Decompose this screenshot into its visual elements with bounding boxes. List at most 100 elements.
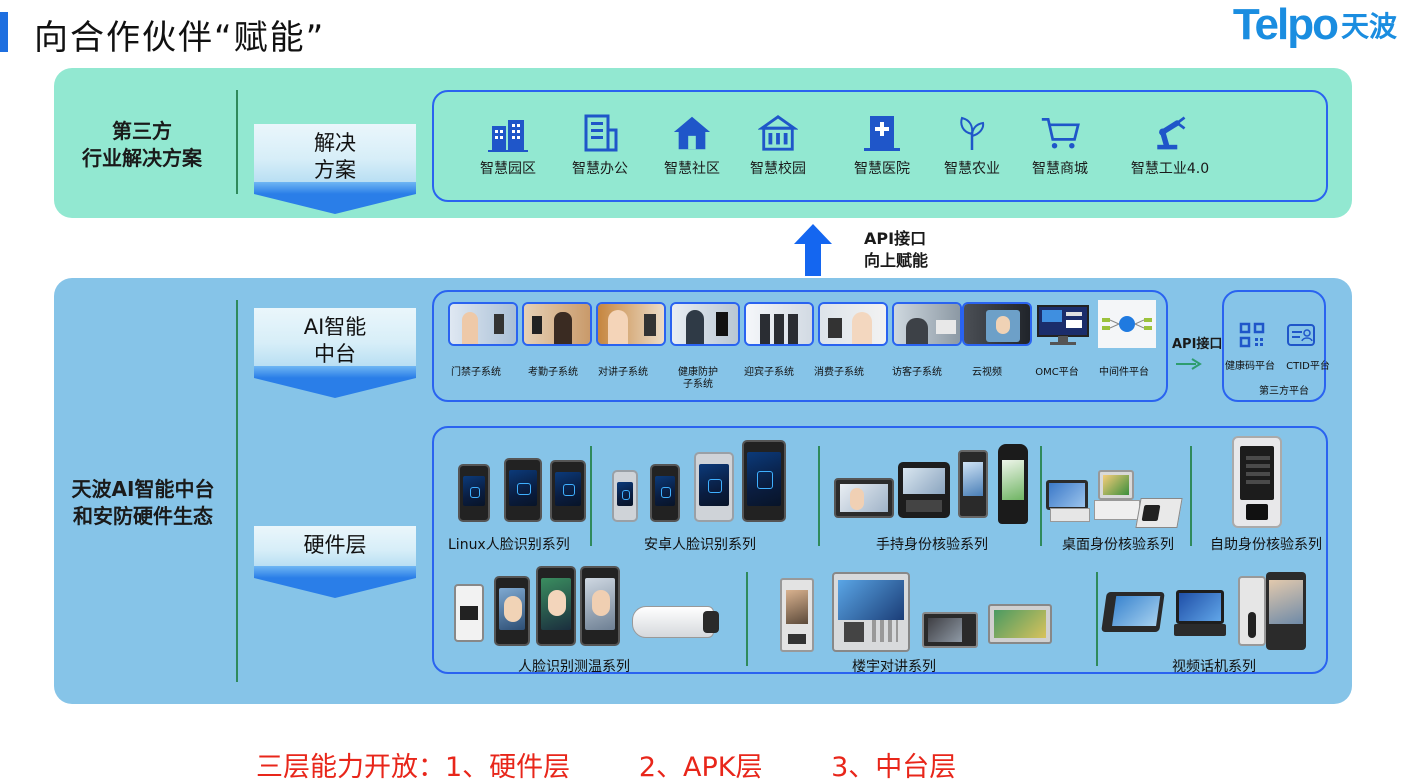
- solution-smart-park[interactable]: 智慧园区: [468, 114, 548, 178]
- solution-smart-campus[interactable]: 智慧校园: [738, 114, 818, 178]
- banner-band: [254, 182, 416, 194]
- shopping-cart-icon: [1040, 114, 1080, 152]
- logo-latin: Telpo: [1233, 0, 1337, 50]
- handheld-verifier-image: [898, 462, 950, 518]
- banner-arrow: [254, 194, 416, 214]
- desktop-reader-image: [1135, 498, 1182, 528]
- telpo-logo: Telpo 天波: [1233, 0, 1397, 50]
- school-icon: [758, 114, 798, 152]
- hardware-group-label: 安卓人脸识别系列: [644, 534, 756, 554]
- banner-arrow: [254, 378, 416, 398]
- solutions-banner-label: 解决 方案: [254, 124, 416, 182]
- footer-statement: 三层能力开放：1、硬件层 2、APK层 3、中台层: [256, 745, 956, 784]
- subsystem-label: OMC平台: [1030, 367, 1084, 379]
- middleware-platform-icon: [1098, 300, 1156, 352]
- solution-label: 智慧医院: [854, 158, 910, 178]
- video-phone-terminal-image: [1266, 572, 1306, 650]
- group-separator: [1096, 572, 1098, 666]
- subsystem-consumption-image: [818, 302, 888, 346]
- banner-band: [254, 366, 416, 378]
- api-up-arrow-icon: [794, 224, 832, 280]
- subsystem-health-image: [670, 302, 740, 346]
- ai-platform-banner-label: AI智能 中台: [254, 308, 416, 366]
- solution-label: 智慧校园: [750, 158, 806, 178]
- subsystem-label: 访客子系统: [886, 367, 948, 379]
- hardware-banner: 硬件层: [254, 526, 416, 598]
- intercom-indoor-image: [922, 612, 978, 648]
- logo-cn: 天波: [1341, 5, 1397, 45]
- ai-platform-banner: AI智能 中台: [254, 308, 416, 398]
- self-service-terminal-image: [1232, 436, 1282, 528]
- solution-smart-hospital[interactable]: 智慧医院: [842, 114, 922, 178]
- page-title: 向合作伙伴“赋能”: [34, 10, 325, 59]
- video-phone-handset-image: [1238, 576, 1266, 646]
- android-face-terminal-image: [650, 464, 680, 522]
- subsystem-cloud-video-image: [962, 302, 1032, 346]
- third-party-side-label: 第三方 行业解决方案: [62, 118, 222, 172]
- third-party-item-label: CTID平台: [1282, 361, 1334, 373]
- subsystem-label: 消费子系统: [808, 367, 870, 379]
- home-icon: [672, 114, 712, 152]
- handheld-phone-image: [998, 444, 1028, 524]
- hardware-group-label: 人脸识别测温系列: [518, 656, 630, 676]
- subsystem-label: 门禁子系统: [446, 367, 506, 379]
- android-face-terminal-image: [742, 440, 786, 522]
- group-separator: [746, 572, 748, 666]
- solution-label: 智慧农业: [944, 158, 1000, 178]
- intercom-outdoor-image: [780, 578, 814, 652]
- id-card-icon: [1287, 324, 1315, 350]
- intercom-indoor-image: [988, 604, 1052, 644]
- solution-label: 智慧园区: [480, 158, 536, 178]
- api-right-label: API接口: [1172, 333, 1222, 352]
- temperature-face-terminal-image: [580, 566, 620, 646]
- group-separator: [818, 446, 820, 546]
- hardware-group-label: Linux人脸识别系列: [448, 534, 570, 554]
- group-separator: [1040, 446, 1042, 546]
- hardware-group-label: 楼宇对讲系列: [852, 656, 936, 676]
- solution-smart-industry[interactable]: 智慧工业4.0: [1122, 114, 1218, 178]
- title-accent-bar: [0, 12, 8, 52]
- api-up-line2: 向上赋能: [864, 250, 928, 272]
- group-separator: [590, 446, 592, 546]
- linux-face-terminal-image: [550, 460, 586, 522]
- subsystem-label: 对讲子系统: [592, 367, 654, 379]
- hardware-group-label: 手持身份核验系列: [876, 534, 988, 554]
- android-face-terminal-image: [694, 452, 734, 522]
- omc-monitor-icon: [1036, 304, 1090, 352]
- solution-smart-mall[interactable]: 智慧商城: [1020, 114, 1100, 178]
- subsystem-label: 健康防护 子系统: [668, 367, 728, 391]
- subsystem-attendance-image: [522, 302, 592, 346]
- subsystem-label: 云视频: [962, 367, 1012, 379]
- handheld-pda-image: [958, 450, 988, 518]
- subsystem-access-image: [448, 302, 518, 346]
- office-building-icon: [580, 114, 620, 152]
- api-up-label: API接口 向上赋能: [864, 228, 928, 272]
- desktop-verifier-image: [1046, 480, 1088, 510]
- desktop-kiosk-base: [1094, 500, 1140, 520]
- video-phone-image: [1176, 590, 1224, 624]
- solution-smart-office[interactable]: 智慧办公: [560, 114, 640, 178]
- solution-smart-agriculture[interactable]: 智慧农业: [932, 114, 1012, 178]
- third-party-platform-label: 第三方平台: [1256, 386, 1312, 398]
- api-up-line1: API接口: [864, 228, 928, 250]
- android-face-terminal-image: [612, 470, 638, 522]
- linux-face-terminal-image: [458, 464, 490, 522]
- subsystem-label: 中间件平台: [1094, 367, 1154, 379]
- third-party-item-label: 健康码平台: [1224, 361, 1276, 373]
- desktop-kiosk-image: [1098, 470, 1134, 500]
- divider-line: [236, 90, 238, 194]
- solution-smart-community[interactable]: 智慧社区: [652, 114, 732, 178]
- right-arrow-icon: [1176, 356, 1202, 375]
- subsystem-intercom-image: [596, 302, 666, 346]
- sprout-icon: [952, 114, 992, 152]
- handheld-tablet-image: [834, 478, 894, 518]
- qr-code-icon: [1239, 322, 1265, 352]
- solutions-banner: 解决 方案: [254, 124, 416, 214]
- video-phone-image: [1101, 592, 1165, 632]
- hospital-icon: [862, 114, 902, 152]
- banner-band: [254, 566, 416, 578]
- ecosystem-side-label: 天波AI智能中台 和安防硬件生态: [58, 476, 228, 530]
- solution-label: 智慧商城: [1032, 158, 1088, 178]
- hardware-banner-label: 硬件层: [254, 526, 416, 566]
- divider-line: [236, 300, 238, 682]
